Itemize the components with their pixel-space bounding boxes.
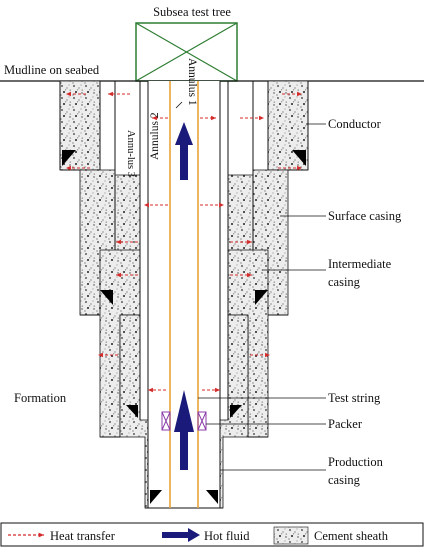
legend-hot-fluid-shaft	[162, 532, 190, 538]
leader-lines	[175, 101, 326, 471]
label-production-line2: casing	[328, 473, 361, 487]
legend-hot-fluid-label: Hot fluid	[204, 529, 250, 543]
shoe-left-2	[100, 290, 113, 305]
legend-box	[0, 522, 424, 547]
hot-fluid-arrow-upper-head	[175, 122, 193, 145]
label-intermediate-line1: Intermediate	[328, 257, 392, 271]
legend-heat-label: Heat transfer	[50, 529, 116, 543]
label-test-string: Test string	[328, 391, 381, 405]
hot-fluid-arrow-lower-head	[174, 390, 194, 432]
label-packer: Packer	[328, 417, 363, 431]
hot-fluid-arrow-upper-shaft	[180, 142, 188, 180]
casing-shoes	[62, 150, 306, 504]
legend-hot-fluid-head	[188, 528, 200, 542]
label-annulus-2: Annulus 2	[149, 112, 161, 160]
packers	[161, 411, 207, 431]
label-production-line1: Production	[328, 455, 384, 469]
legend-cement-swatch	[273, 526, 309, 545]
casing-lines	[59, 81, 309, 509]
packer-left	[161, 411, 171, 431]
label-annulus-1: Annulus 1	[186, 58, 198, 106]
label-annulus-3: Annu-lus 3	[125, 130, 136, 177]
label-formation: Formation	[14, 391, 67, 405]
tree-diag-2	[135, 22, 238, 82]
label-intermediate-line2: casing	[328, 275, 361, 289]
packer-left-x2	[161, 411, 171, 431]
label-conductor: Conductor	[328, 117, 382, 131]
hot-fluid-arrow-lower-shaft	[180, 430, 188, 470]
label-surface-casing: Surface casing	[328, 209, 402, 223]
packer-right-x2	[197, 411, 207, 431]
label-subsea-test-tree: Subsea test tree	[153, 5, 231, 19]
shoe-left-4	[150, 490, 162, 504]
shoe-left-1	[62, 150, 76, 166]
label-mudline: Mudline on seabed	[4, 63, 100, 77]
shoe-right-3	[230, 405, 242, 418]
legend-cement-label: Cement sheath	[314, 529, 389, 543]
legend: Heat transfer Hot fluid Cement sheath	[0, 522, 424, 547]
leader-annulus1	[175, 101, 183, 109]
shoe-left-3	[126, 405, 138, 418]
heat-transfer-arrows	[66, 91, 302, 393]
shoe-right-1	[292, 150, 306, 166]
hot-fluid-arrows	[174, 122, 194, 470]
test-string	[169, 81, 199, 508]
shoe-right-2	[255, 290, 268, 305]
packer-right	[197, 411, 207, 431]
shoe-right-4	[206, 490, 218, 504]
